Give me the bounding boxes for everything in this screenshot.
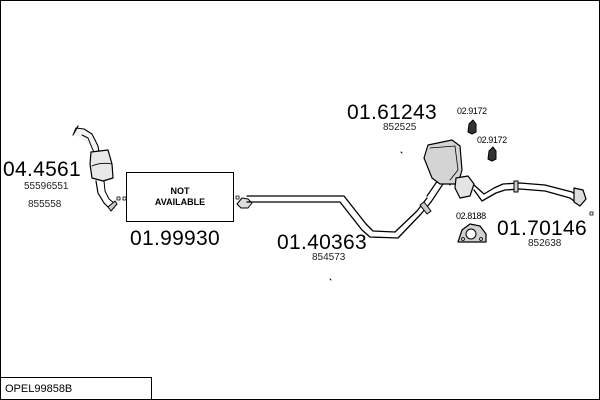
not-available-line1: NOT (170, 186, 190, 196)
hanger-b-part-number: 02.9172 (477, 135, 507, 145)
rear-silencer-part-number: 01.70146 (497, 217, 587, 240)
catalyst-oe-number-2: 855558 (28, 199, 62, 210)
catalyst-part-number: 04.4561 (3, 158, 82, 181)
rear-silencer-part (473, 180, 594, 216)
hanger-b-part (487, 146, 497, 162)
mounting-part (457, 223, 487, 243)
centre-silencer-part (423, 139, 475, 203)
not-available-line2: AVAILABLE (154, 197, 206, 207)
hanger-a-part-number: 02.9172 (457, 106, 487, 116)
front-pipe-part-number: 01.99930 (130, 227, 220, 250)
rear-silencer-oe-number: 852638 (528, 238, 562, 249)
middle-pipe-oe-number: 854573 (312, 252, 346, 263)
not-available-box: NOT AVAILABLE (126, 172, 234, 222)
middle-pipe-part-number: 01.40363 (277, 231, 367, 254)
middle-pipe-part (236, 195, 432, 239)
reference-box: OPEL99858B (0, 377, 152, 400)
mounting-part-number: 02.8188 (456, 211, 486, 221)
reference-code: OPEL99858B (5, 383, 73, 395)
centre-silencer-oe-number: 852525 (383, 122, 417, 133)
hanger-a-part (467, 119, 477, 135)
catalyst-oe-number-1: 55596551 (24, 181, 69, 192)
catalyst-part (72, 125, 121, 212)
centre-silencer-part-number: 01.61243 (347, 101, 437, 124)
